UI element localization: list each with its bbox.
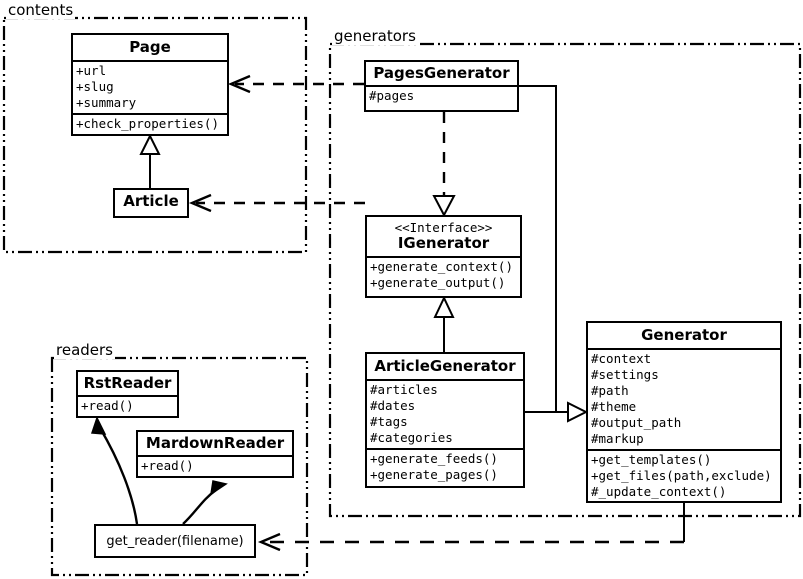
class-stereotype-igenerator: <<Interface>> [394, 220, 493, 235]
package-border-readers [50, 356, 309, 577]
relation-articlegenerator-generalizes-igenerator [433, 295, 455, 352]
class-name-generator: Generator [641, 326, 727, 344]
relation-getreader-creates-mardownreader [182, 480, 228, 525]
class-name-article: Article [123, 192, 179, 210]
attribute-item: #dates [370, 398, 416, 413]
attribute-item: #path [591, 383, 629, 398]
class-operations-mardown-reader: +read() [138, 455, 292, 476]
operation-item: +get_files(path,exclude) [591, 468, 772, 483]
operation-item: #_update_context() [591, 484, 727, 499]
class-attributes-pages-generator: #pages [366, 85, 517, 106]
class-box-mardown-reader[interactable]: MardownReader +read() [136, 430, 294, 478]
attribute-item: #tags [370, 414, 408, 429]
class-name-article-generator: ArticleGenerator [374, 357, 516, 375]
operation-item: +read() [81, 398, 134, 413]
class-name-rst-reader: RstReader [83, 374, 172, 392]
relation-pagesgenerator-realizes-igenerator [432, 112, 456, 218]
class-name-page: Page [129, 38, 171, 56]
operation-item: +generate_pages() [370, 467, 498, 482]
class-operations-rst-reader: +read() [78, 395, 177, 416]
attribute-item: #theme [591, 399, 637, 414]
relation-articlegenerator-depends-article [188, 193, 365, 213]
class-operations-page: +check_properties() [73, 113, 227, 134]
relation-getreader-creates-rstreader [90, 416, 139, 525]
attribute-item: #articles [370, 382, 438, 397]
attribute-item: #categories [370, 430, 453, 445]
package-border-generators [328, 42, 802, 518]
class-box-rst-reader[interactable]: RstReader +read() [76, 370, 179, 418]
class-operations-igenerator: +generate_context() +generate_output() [367, 256, 520, 293]
class-name-igenerator: IGenerator [397, 234, 490, 252]
function-box-get-reader[interactable]: get_reader(filename) [94, 524, 256, 558]
attribute-item: #markup [591, 431, 644, 446]
relation-generators-generalize-generator [519, 85, 589, 423]
class-attributes-generator: #context #settings #path #theme #output_… [588, 348, 780, 449]
package-border-contents [2, 16, 308, 254]
attribute-item: +url [76, 63, 107, 78]
class-box-article-generator[interactable]: ArticleGenerator #articles #dates #tags … [365, 352, 525, 488]
attribute-item: #settings [591, 367, 659, 382]
class-attributes-article-generator: #articles #dates #tags #categories [367, 379, 523, 448]
operation-item: +generate_feeds() [370, 451, 498, 466]
attribute-item: +summary [76, 95, 137, 110]
class-name-pages-generator: PagesGenerator [373, 64, 510, 82]
package-label-contents: contents [6, 1, 76, 19]
package-label-generators: generators [332, 27, 418, 45]
class-box-page[interactable]: Page +url +slug +summary +check_properti… [71, 33, 229, 136]
class-box-article[interactable]: Article [113, 188, 189, 218]
class-name-mardown-reader: MardownReader [145, 434, 285, 452]
operation-item: +read() [141, 458, 194, 473]
operation-item: +generate_context() [370, 259, 513, 274]
operation-item: +get_templates() [591, 452, 712, 467]
class-operations-article-generator: +generate_feeds() +generate_pages() [367, 448, 523, 485]
attribute-item: #pages [369, 88, 415, 103]
class-box-generator[interactable]: Generator #context #settings #path #them… [586, 321, 782, 503]
relation-article-generalizes-page [139, 133, 161, 188]
operation-item: +check_properties() [76, 116, 219, 131]
attribute-item: +slug [76, 79, 114, 94]
class-attributes-page: +url +slug +summary [73, 60, 227, 113]
class-operations-generator: +get_templates() +get_files(path,exclude… [588, 449, 780, 502]
relation-pagesgenerator-depends-page [227, 74, 364, 94]
class-box-pages-generator[interactable]: PagesGenerator #pages [364, 60, 519, 112]
attribute-item: #context [591, 351, 652, 366]
relation-generator-depends-getreader [257, 503, 685, 552]
operation-item: +generate_output() [370, 275, 506, 290]
attribute-item: #output_path [591, 415, 682, 430]
package-label-readers: readers [54, 341, 115, 359]
class-box-igenerator[interactable]: <<Interface>> IGenerator +generate_conte… [365, 215, 522, 298]
